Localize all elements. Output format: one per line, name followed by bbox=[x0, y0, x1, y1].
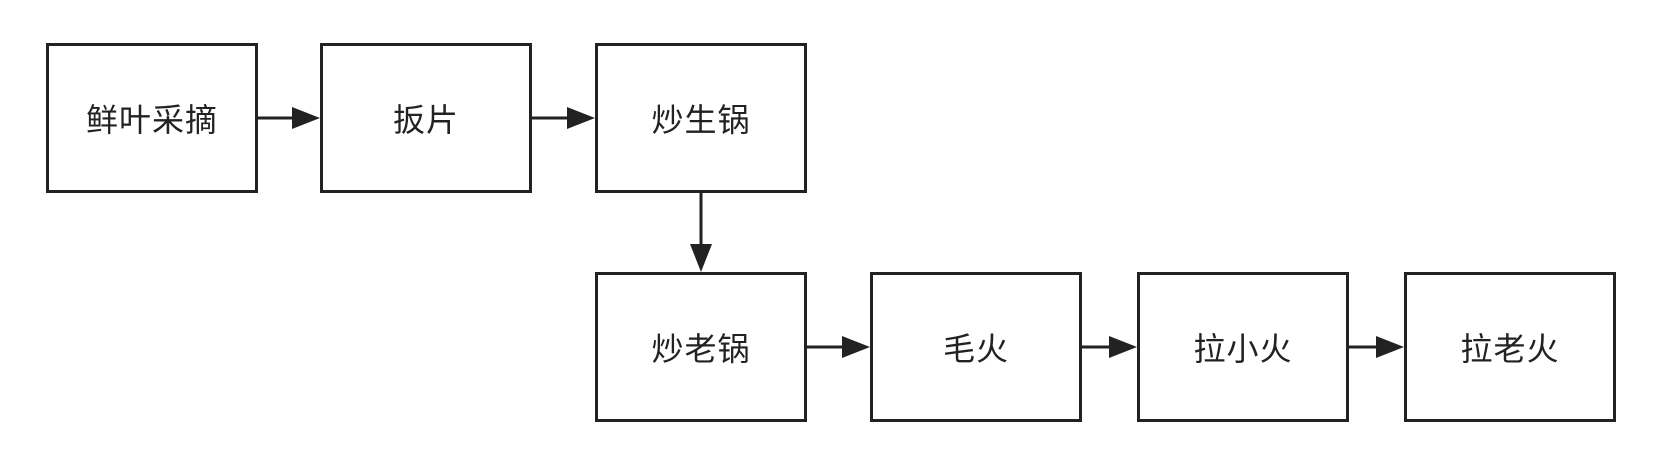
node-leaf-separation: 扳片 bbox=[320, 43, 532, 193]
node-label: 炒老锅 bbox=[651, 330, 751, 368]
node-label: 炒生锅 bbox=[651, 101, 751, 139]
edge-n5-n6 bbox=[1082, 336, 1137, 358]
node-fresh-leaf-picking: 鲜叶采摘 bbox=[46, 43, 258, 193]
node-initial-firing: 毛火 bbox=[870, 272, 1082, 422]
edge-n4-n5 bbox=[807, 336, 870, 358]
edge-n3-n4 bbox=[690, 193, 712, 272]
node-mature-pan-fry: 炒老锅 bbox=[595, 272, 807, 422]
node-label: 鲜叶采摘 bbox=[85, 101, 218, 139]
node-old-fire-roast: 拉老火 bbox=[1404, 272, 1616, 422]
node-raw-pan-fry: 炒生锅 bbox=[595, 43, 807, 193]
node-label: 毛火 bbox=[942, 330, 1009, 368]
edge-n1-n2 bbox=[258, 107, 320, 129]
edge-n6-n7 bbox=[1349, 336, 1404, 358]
node-small-fire-roast: 拉小火 bbox=[1137, 272, 1349, 422]
edge-n2-n3 bbox=[532, 107, 595, 129]
node-label: 扳片 bbox=[392, 101, 459, 139]
node-label: 拉小火 bbox=[1193, 330, 1293, 368]
node-label: 拉老火 bbox=[1460, 330, 1560, 368]
